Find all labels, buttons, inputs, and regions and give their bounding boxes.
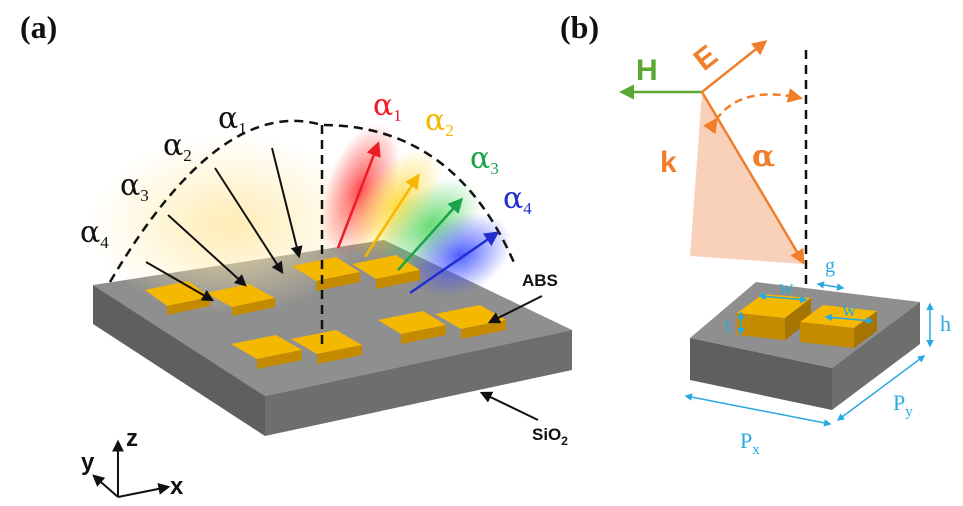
h-field-label: H [636,54,658,87]
panel-b: (b) H E k α [560,9,951,458]
dim-t-label: t [725,315,731,337]
axis-x-label: x [170,473,184,500]
incident-angle-1: α1 [218,101,247,138]
incident-arrows [145,147,303,302]
axis-z-label: z [126,425,138,452]
reflected-angle-labels: α1 α2 α3 α4 [373,88,532,218]
gold-pair [292,255,420,291]
dim-w1-label: w [779,277,794,299]
reflected-arrow-4 [409,231,500,295]
e-field-label: E [688,39,724,77]
sio2-label: SiO2 [532,425,568,448]
gold-nanoblocks [145,255,506,369]
incident-angle-3: α3 [120,168,149,205]
incident-angle-2: α2 [163,128,192,165]
gold-pair [231,330,362,369]
dim-g-label: g [825,255,835,277]
reflected-arrow-2 [363,173,420,258]
gold-pair [378,305,506,344]
k-vector-label: k [660,146,677,179]
incident-arrow-3 [167,214,247,287]
panel-a: (a) [20,9,572,500]
reflected-angle-3: α3 [470,141,499,178]
incident-angle-4: α4 [80,215,109,252]
axis-y-label: y [81,449,95,476]
abs-pointer [487,295,543,324]
dim-h-label: h [940,311,951,336]
reflected-arrow-1 [336,141,381,249]
dimension-annotations: t w g w h Px Py [684,255,951,458]
dim-px-label: Px [740,428,760,458]
reflected-angle-1: α1 [373,88,402,125]
reflected-angle-4: α4 [503,181,532,218]
panel-a-label: (a) [20,9,57,45]
panel-b-label: (b) [560,9,599,45]
incident-arrow-1 [271,147,303,259]
gold-pair [145,281,275,316]
incident-angle-labels: α1 α2 α3 α4 [80,101,247,252]
incident-arrow-2 [214,167,284,275]
reflected-arrows [336,141,500,295]
wave-vector-cone [690,92,803,264]
e-field-arrow [701,40,768,93]
incidence-angle-label: α [752,139,775,174]
coordinate-axes: z y x [81,425,184,500]
incident-arrow-4 [145,261,215,302]
reflected-arrow-3 [397,197,464,271]
incidence-angle-arc [703,88,803,135]
abs-label: ABS [522,271,558,290]
reflected-angle-2: α2 [425,103,454,140]
dim-py-label: Py [893,390,913,420]
sio2-pointer [479,391,539,421]
dim-w2-label: w [842,299,857,321]
